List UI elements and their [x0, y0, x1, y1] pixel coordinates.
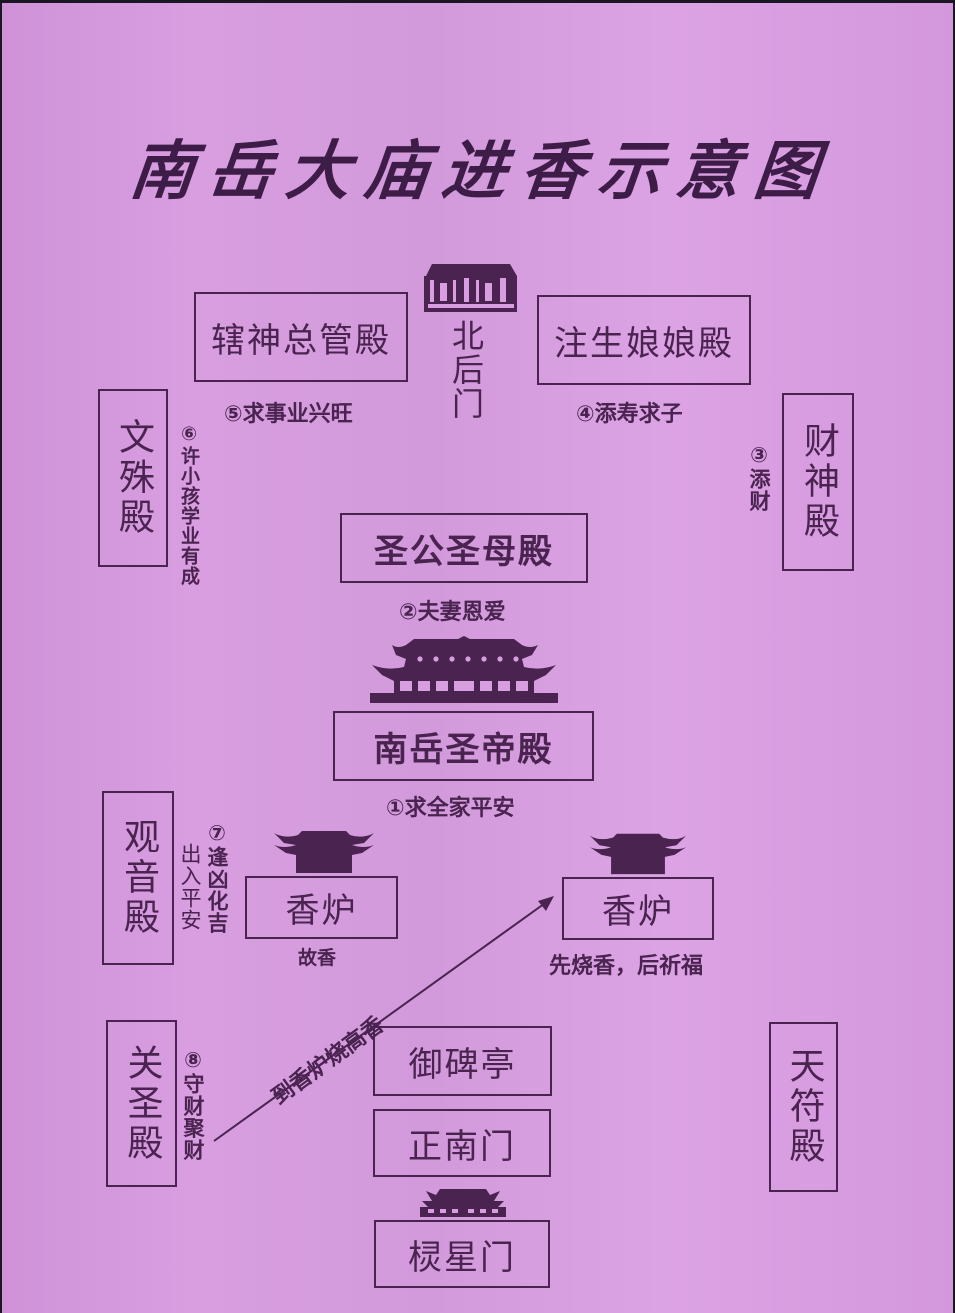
hall-label: 棂星门	[408, 1237, 516, 1278]
hall-label: 观音殿	[118, 818, 159, 938]
title-char: 岳	[204, 134, 291, 209]
pavilion-yubei[interactable]: 御碑亭	[373, 1026, 552, 1096]
caption-nanyue: ①求全家平安	[386, 796, 515, 821]
caption-guanyin-a: ⑦逢凶化吉	[205, 821, 229, 934]
hall-wenshu[interactable]: 文殊殿	[98, 389, 168, 567]
hall-xiashen-zongguan[interactable]: 辖神总管殿	[194, 292, 408, 382]
pavilion-icon	[274, 831, 374, 873]
caption-censer-right: 先烧香，后祈福	[549, 954, 704, 979]
hall-zhusheng-niangniang[interactable]: 注生娘娘殿	[537, 295, 751, 385]
hall-caishen[interactable]: 财神殿	[782, 393, 854, 571]
gate-lingxing[interactable]: 棂星门	[374, 1220, 550, 1288]
caption-censer-left: 故香	[298, 947, 337, 969]
gate-building-icon	[424, 264, 517, 312]
censer-left[interactable]: 香炉	[245, 876, 398, 939]
route-arrow-icon	[213, 896, 554, 1142]
censer-label: 香炉	[285, 891, 358, 931]
temple-hall-icon	[370, 636, 558, 703]
hall-label: 南岳圣帝殿	[373, 729, 554, 770]
hall-nanyue-shengdi[interactable]: 南岳圣帝殿	[333, 711, 594, 781]
caption-zhusheng: ④添寿求子	[576, 402, 683, 427]
hall-label: 御碑亭	[408, 1044, 517, 1085]
hall-guanyin[interactable]: 观音殿	[102, 791, 174, 965]
hall-label: 正南门	[408, 1126, 516, 1167]
pavilion-icon	[589, 833, 687, 875]
hall-label: 文殊殿	[113, 418, 154, 538]
title-char: 意	[672, 134, 759, 209]
pilgrimage-map-sheet: 南岳大庙进香示意图 北后门 辖神总管殿 ⑤求事业兴旺 注生娘娘殿 ④添寿求子 文…	[2, 3, 953, 1313]
title-char: 图	[750, 134, 837, 209]
gate-roof-icon	[420, 1189, 506, 1217]
hall-tianfu[interactable]: 天符殿	[769, 1022, 838, 1192]
title-char: 南	[126, 134, 213, 209]
title-char: 香	[516, 134, 603, 209]
title-char: 示	[594, 134, 681, 209]
caption-guanyin-b: 出入平安	[178, 843, 202, 931]
censer-label: 香炉	[602, 892, 674, 932]
title-char: 进	[438, 134, 525, 209]
hall-label: 圣公圣母殿	[374, 531, 554, 572]
hall-guansheng[interactable]: 关圣殿	[106, 1020, 177, 1187]
caption-caishen: ③添财	[747, 443, 771, 512]
hall-label: 天符殿	[783, 1047, 825, 1167]
hall-shenggong-shengmu[interactable]: 圣公圣母殿	[340, 513, 588, 583]
caption-guansheng: ⑧守财聚财	[181, 1048, 205, 1161]
gate-zhengnan[interactable]: 正南门	[373, 1109, 551, 1177]
title-char: 大	[282, 134, 369, 209]
caption-wenshu: ⑥许小孩学业有成	[178, 423, 200, 586]
hall-label: 财神殿	[798, 422, 839, 542]
hall-label: 关圣殿	[121, 1043, 163, 1164]
censer-right[interactable]: 香炉	[562, 877, 714, 940]
title-char: 庙	[360, 134, 447, 209]
hall-label: 辖神总管殿	[211, 320, 391, 361]
caption-shenggong: ②夫妻恩爱	[399, 600, 506, 625]
caption-xiashen: ⑤求事业兴旺	[224, 402, 353, 427]
north-gate-label: 北后门	[447, 319, 485, 421]
map-title: 南岳大庙进香示意图	[122, 121, 842, 211]
hall-label: 注生娘娘殿	[554, 323, 734, 364]
